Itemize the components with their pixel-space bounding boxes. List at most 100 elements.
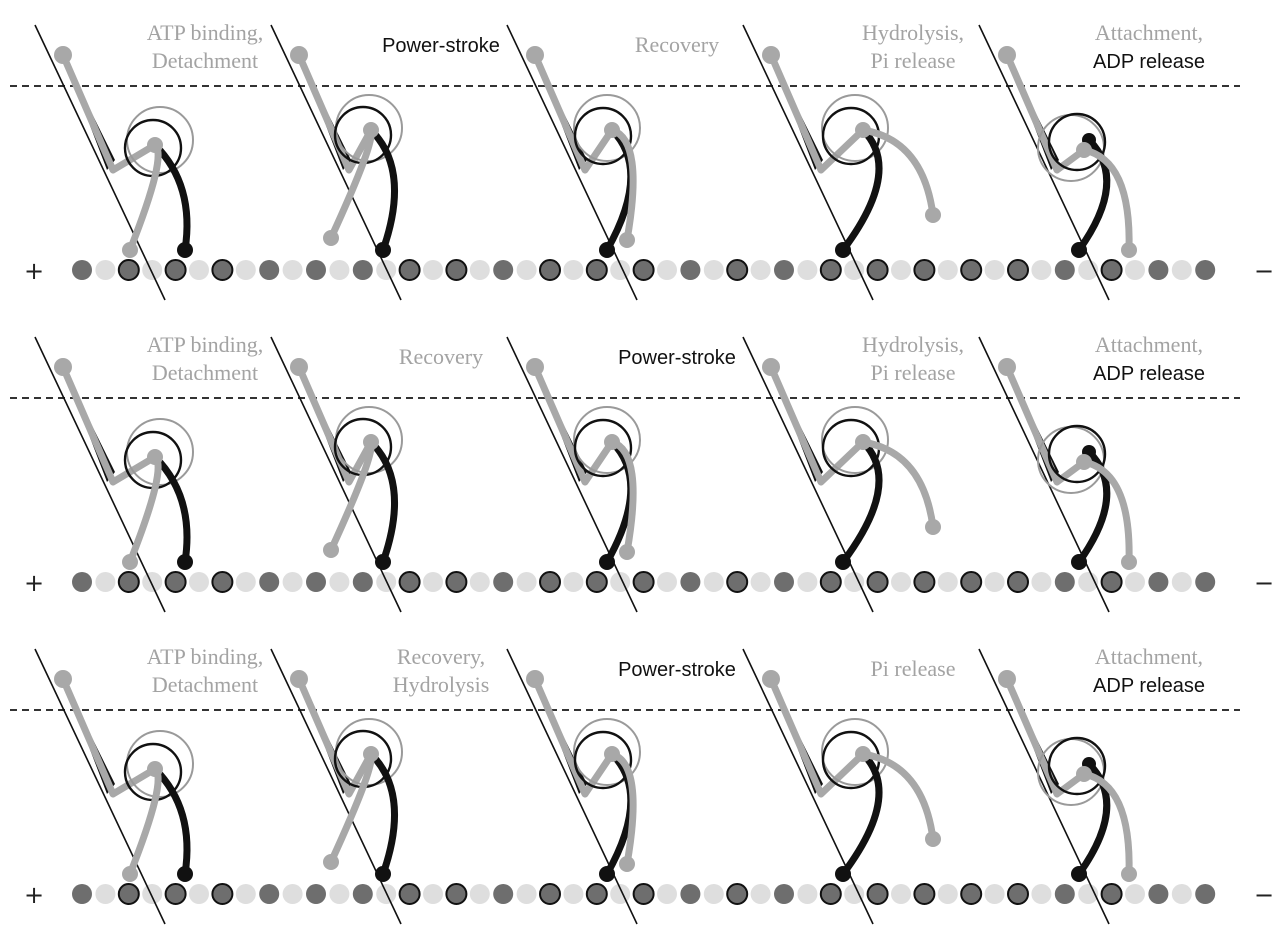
head-dark-tip: [835, 554, 851, 570]
head-light-hub: [1076, 142, 1092, 158]
step-label: ADP release: [1093, 675, 1205, 697]
step-label: Hydrolysis,: [862, 332, 964, 357]
lever-pivot: [54, 46, 72, 64]
step-label: Hydrolysis,: [862, 20, 964, 45]
actin-bead: [680, 572, 700, 592]
actin-bead: [236, 260, 256, 280]
slanted-axis-line: [35, 649, 165, 924]
actin-bead: [189, 572, 209, 592]
lever-pivot: [526, 46, 544, 64]
actin-bead: [1172, 572, 1192, 592]
step-label: Power-stroke: [618, 347, 736, 369]
actin-bead: [961, 260, 981, 280]
actin-bead: [400, 572, 420, 592]
actin-bead: [142, 884, 162, 904]
lever-pivot: [290, 46, 308, 64]
head-light-hub: [1076, 766, 1092, 782]
actin-bead: [1102, 884, 1122, 904]
panel-3-5: Attachment,ADP release: [979, 644, 1205, 924]
actin-bead: [891, 572, 911, 592]
slanted-axis-line: [507, 25, 637, 300]
actin-bead: [587, 260, 607, 280]
slanted-axis-line: [507, 337, 637, 612]
step-label: ADP release: [1093, 51, 1205, 73]
actin-bead: [446, 572, 466, 592]
head-light-tip: [323, 542, 339, 558]
plus-end-label: +: [24, 257, 44, 285]
actin-bead: [938, 884, 958, 904]
actin-bead: [423, 572, 443, 592]
actin-bead: [657, 572, 677, 592]
actin-bead: [563, 572, 583, 592]
actin-bead: [446, 260, 466, 280]
lever-pivot: [526, 670, 544, 688]
step-label: Detachment: [152, 360, 258, 385]
head-light-hub: [147, 449, 163, 465]
actin-bead: [283, 260, 303, 280]
slanted-axis-line: [271, 649, 401, 924]
actin-bead: [1172, 884, 1192, 904]
actin-bead: [1031, 572, 1051, 592]
actin-bead: [540, 260, 560, 280]
panel-3-1: ATP binding,Detachment: [35, 644, 263, 924]
actin-bead: [166, 572, 186, 592]
actin-bead: [353, 572, 373, 592]
step-label: Pi release: [871, 360, 956, 385]
head-dark-tip: [375, 554, 391, 570]
step-label: Pi release: [871, 48, 956, 73]
head-light-hub: [1076, 454, 1092, 470]
actin-bead: [1195, 884, 1215, 904]
actin-bead: [189, 884, 209, 904]
lever-pivot: [290, 670, 308, 688]
panel-3-2: Recovery,Hydrolysis: [271, 644, 489, 924]
actin-bead: [891, 260, 911, 280]
actin-bead: [797, 260, 817, 280]
actin-bead: [353, 884, 373, 904]
actin-track: [72, 572, 1215, 592]
actin-bead: [119, 572, 139, 592]
minus-end-label: −: [1254, 257, 1274, 285]
actin-bead: [891, 884, 911, 904]
actin-bead: [1148, 260, 1168, 280]
head-light-hub: [604, 434, 620, 450]
actin-bead: [985, 572, 1005, 592]
head-dark-tip: [177, 554, 193, 570]
lever-pivot: [54, 358, 72, 376]
lever-pivot: [54, 670, 72, 688]
panel-2-1: ATP binding, Detachment: [35, 332, 263, 612]
slanted-axis-line: [271, 25, 401, 300]
step-label: ATP binding,: [147, 644, 264, 669]
head-light-tip: [122, 866, 138, 882]
actin-bead: [400, 260, 420, 280]
actin-bead: [727, 260, 747, 280]
head-dark-tip: [177, 866, 193, 882]
actin-bead: [166, 884, 186, 904]
actin-bead: [704, 884, 724, 904]
actin-bead: [72, 884, 92, 904]
head-light-tip: [323, 230, 339, 246]
actin-bead: [1195, 572, 1215, 592]
actin-bead: [283, 884, 303, 904]
panel-1-4: Hydrolysis, Pi release: [743, 20, 964, 300]
slanted-axis-line: [507, 649, 637, 924]
lever-pivot: [526, 358, 544, 376]
actin-bead: [423, 260, 443, 280]
actin-bead: [868, 884, 888, 904]
step-label: ATP binding,: [147, 332, 264, 357]
actin-bead: [1055, 572, 1075, 592]
actin-bead: [306, 884, 326, 904]
actin-bead: [1195, 260, 1215, 280]
head-light-tip: [925, 831, 941, 847]
plus-end-label: +: [24, 569, 44, 597]
head-dark-tip: [1071, 554, 1087, 570]
step-label: Detachment: [152, 48, 258, 73]
actin-bead: [353, 260, 373, 280]
minus-end-label: −: [1254, 569, 1274, 597]
actin-bead: [797, 884, 817, 904]
actin-bead: [259, 260, 279, 280]
slanted-axis-line: [35, 337, 165, 612]
actin-bead: [142, 572, 162, 592]
